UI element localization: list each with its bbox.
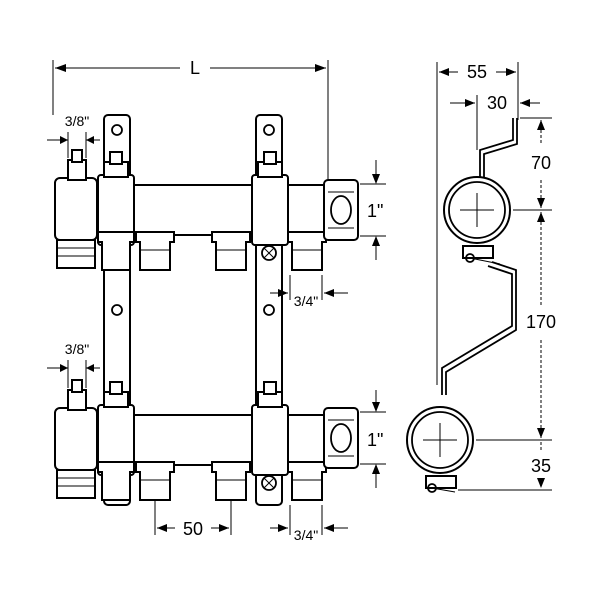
bracket-spacing-dimension: 170 [526,212,556,438]
main-thread-dimension-bottom: 1" [360,390,386,488]
bracket-offset-dimension: 30 [450,93,540,113]
top-manifold [54,149,359,271]
bottom-outlets [97,461,327,501]
bracket-depth-dimension: 55 [439,62,516,82]
main-thread-label-top: 1" [367,201,383,221]
bracket-bottom-label: 35 [531,456,551,476]
outlet-spacing-label: 50 [183,519,203,539]
vent-label-bottom: 3/8" [65,341,89,357]
bracket-top-label: 70 [531,153,551,173]
outlet-spacing-dimension: 50 [154,500,232,539]
top-outlets [97,231,327,271]
bracket-depth-label: 55 [467,62,487,82]
outlet-thread-label-bottom: 3/4" [294,527,318,543]
vent-label-top: 3/8" [65,113,89,129]
bracket-offset-label: 30 [487,93,507,113]
bracket-bottom-dimension: 35 [531,442,551,488]
bracket-side-view: 55 30 [406,62,556,493]
bracket-top-dimension: 70 [531,120,551,208]
vent-dimension-top: 3/8" [47,113,100,158]
main-thread-dimension-top: 1" [360,160,386,260]
bottom-manifold [54,379,359,501]
bottom-pipe-clamp [406,406,474,493]
vent-dimension-bottom: 3/8" [47,341,100,388]
outlet-thread-dimension-top: 3/4" [270,275,348,309]
main-thread-label-bottom: 1" [367,430,383,450]
bracket-spacing-label: 170 [526,312,556,332]
bracket-profile [441,118,518,395]
outlet-thread-dimension-bottom: 3/4" [270,505,348,543]
length-label: L [190,58,200,78]
top-pipe-clamp [443,176,511,265]
length-dimension: L [52,58,329,180]
outlet-thread-label-top: 3/4" [294,293,318,309]
manifold-front-view: L [47,58,386,543]
